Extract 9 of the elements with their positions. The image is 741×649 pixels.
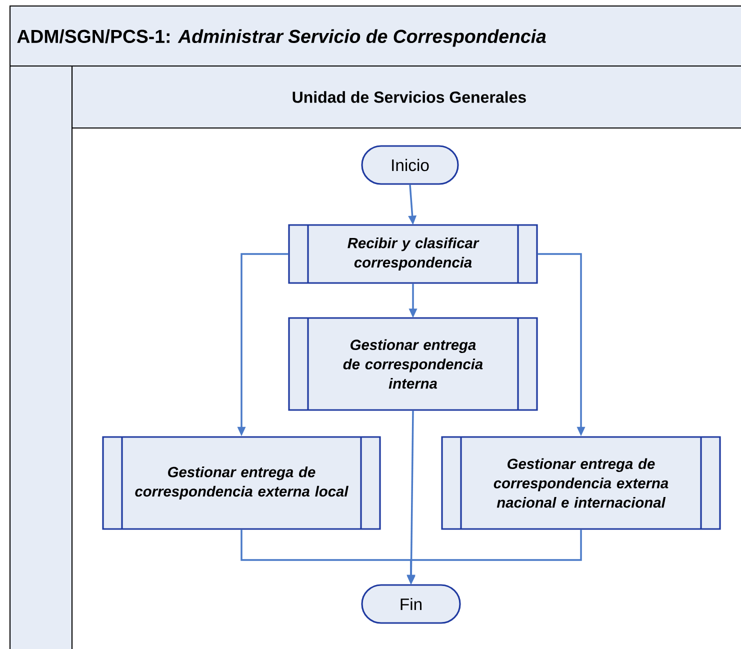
title: ADM/SGN/PCS-1: Administrar Servicio de Correspondencia — [17, 29, 546, 47]
subprocess-box: Gestionar entrega de correspondencia externa nacional e internacional — [441, 436, 721, 530]
subprocess-box: Recibir y clasificar correspondencia — [288, 224, 538, 284]
subprocess-box: Gestionar entrega de correspondencia externa local — [102, 436, 381, 530]
terminator: Fin — [361, 584, 461, 624]
terminator: Inicio — [361, 145, 459, 185]
subprocess-box: Gestionar entrega de correspondencia interna — [288, 317, 538, 411]
node-label: Unidad de Servicios Generales — [292, 91, 526, 103]
lane-header: Unidad de Servicios Generales — [72, 65, 741, 129]
